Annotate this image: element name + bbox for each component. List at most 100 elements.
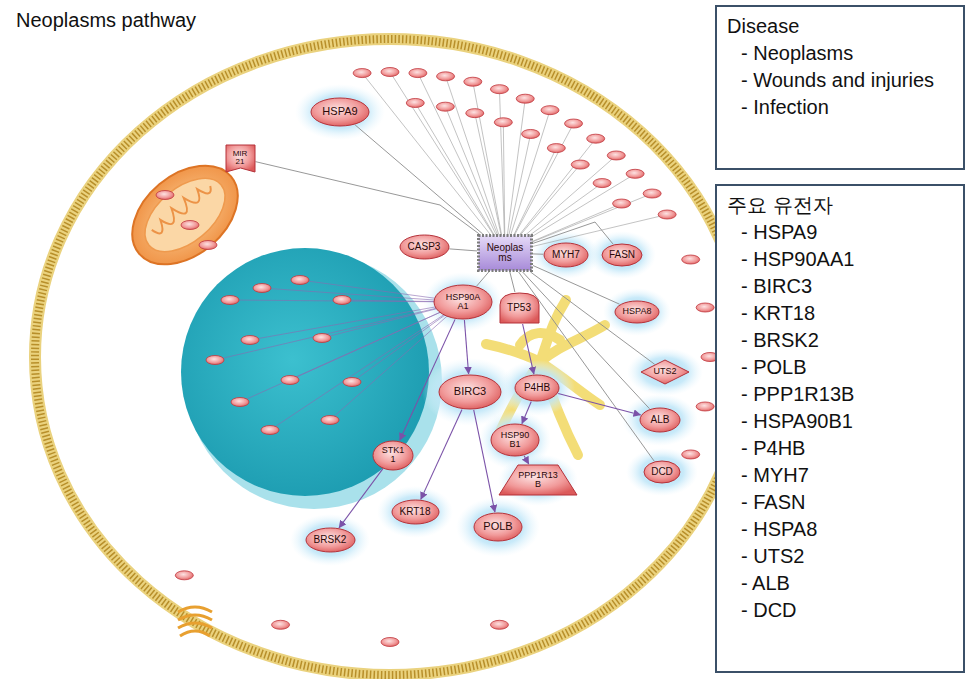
- minor-gene-dot: [175, 571, 193, 580]
- minor-gene-dot: [643, 189, 661, 198]
- golgi-apparatus: [178, 607, 212, 636]
- minor-gene-dot: [381, 638, 399, 647]
- legend-panel: Disease- Neoplasms- Wounds and injuries-…: [715, 5, 965, 170]
- minor-gene-dot: [593, 179, 611, 188]
- minor-gene-dot: [571, 160, 589, 169]
- minor-gene-dot: [313, 334, 331, 343]
- gene-ellipse: [311, 98, 369, 126]
- gene-label: MIR 21: [229, 150, 251, 167]
- pathway-ray: [390, 72, 505, 253]
- panel-item: - MYH7: [727, 462, 953, 489]
- highlight-glow: [377, 486, 453, 538]
- pathway-ray: [330, 302, 463, 420]
- gene-label: HSPA9: [322, 106, 357, 118]
- gene-node: KRT18: [391, 499, 440, 525]
- gene-label: FASN: [609, 250, 635, 261]
- pathway-ray: [262, 288, 463, 302]
- gene-ellipse: [644, 461, 680, 483]
- gene-label: HSP90A A1: [443, 293, 483, 312]
- minor-gene-dot: [464, 77, 482, 86]
- minor-gene-dot: [490, 85, 508, 94]
- minor-gene-dot: [682, 450, 700, 459]
- gene-ellipse: [640, 408, 680, 432]
- pathway-ray: [240, 302, 463, 402]
- gene-node: PPP1R13 B: [498, 464, 578, 496]
- interaction-arrow: [558, 394, 640, 415]
- pathway-ray: [362, 73, 505, 253]
- panel-item: - Wounds and injuries: [727, 67, 953, 94]
- gene-ellipse: [474, 513, 522, 541]
- pathway-link: [533, 266, 620, 305]
- minor-gene-dot: [626, 169, 644, 178]
- gene-ellipse: [602, 244, 642, 266]
- highlight-glow: [627, 348, 703, 396]
- interaction-arrow: [474, 410, 495, 512]
- panel-item: - UTS2: [727, 543, 953, 570]
- minor-gene-dot: [466, 109, 484, 118]
- gene-node: UTS2: [640, 359, 690, 385]
- legend-panel: 주요 유전자- HSPA9- HSP90AA1- BIRC3- KRT18- B…: [715, 184, 965, 673]
- minor-gene-dot: [321, 416, 339, 425]
- panel-item: - Neoplasms: [727, 40, 953, 67]
- minor-gene-dot: [381, 68, 399, 77]
- minor-gene-dot: [658, 210, 676, 219]
- pathway-ray: [446, 76, 505, 253]
- pathway-ray: [503, 122, 505, 253]
- highlight-glow: [588, 231, 656, 279]
- interaction-arrow: [400, 319, 455, 440]
- pathway-link: [510, 272, 515, 292]
- panel-item: - BIRC3: [727, 273, 953, 300]
- gene-label: BRSK2: [314, 535, 347, 546]
- pathway-link: [523, 272, 650, 409]
- minor-gene-dot: [436, 102, 454, 111]
- minor-gene-dot: [565, 119, 583, 128]
- minor-gene-dot: [241, 336, 259, 345]
- gene-label: HSP90 B1: [499, 431, 531, 450]
- minor-gene-dot: [522, 129, 540, 138]
- panel-item: - HSPA90B1: [727, 408, 953, 435]
- gene-trapezoid: [499, 465, 577, 495]
- highlight-glow: [498, 454, 578, 506]
- panel-item: - HSPA8: [727, 516, 953, 543]
- minor-gene-dot: [516, 94, 534, 103]
- gene-ellipse: [615, 301, 659, 323]
- gene-label: CASP3: [408, 242, 441, 253]
- gene-node: MIR 21: [225, 144, 256, 173]
- pathway-link: [533, 253, 543, 254]
- gene-ellipse: [439, 375, 501, 409]
- minor-gene-dot: [607, 151, 625, 160]
- minor-gene-dot: [490, 620, 508, 629]
- panel-item: - Infection: [727, 94, 953, 121]
- gene-node: DCD: [643, 460, 681, 484]
- pathway-link: [533, 222, 613, 244]
- panel-item: - HSPA9: [727, 219, 953, 246]
- gene-ellipse: [491, 424, 539, 456]
- gene-node: BIRC3: [438, 374, 502, 410]
- page-title: Neoplasms pathway: [16, 9, 196, 32]
- highlight-glow: [290, 514, 370, 566]
- gene-node: HSP90 B1: [490, 423, 540, 457]
- pathway-ray: [505, 110, 550, 253]
- gene-label: TP53: [507, 303, 531, 314]
- gene-node: FASN: [601, 243, 643, 267]
- highlight-glow: [423, 272, 503, 332]
- panel-item: - HSP90AA1: [727, 246, 953, 273]
- panel-heading: 주요 유전자: [727, 192, 953, 219]
- pathway-link: [355, 125, 483, 234]
- gene-label: UTS2: [653, 367, 676, 376]
- gene-node: P4HB: [514, 374, 560, 402]
- panel-heading: Disease: [727, 13, 953, 40]
- gene-label: STK1 1: [380, 446, 406, 465]
- pathway-ray: [418, 73, 505, 253]
- minor-gene-dot: [682, 255, 700, 264]
- gene-arch: [500, 293, 539, 323]
- nucleus: [181, 248, 429, 496]
- interaction-arrow: [421, 409, 462, 499]
- minor-gene-dot: [409, 69, 427, 78]
- gene-ellipse: [400, 235, 449, 259]
- gene-label: HSPA8: [623, 307, 652, 316]
- highlight-glow: [603, 288, 671, 336]
- pathway-link: [256, 162, 480, 234]
- gene-label: ALB: [651, 415, 670, 426]
- highlight-glow: [456, 497, 540, 557]
